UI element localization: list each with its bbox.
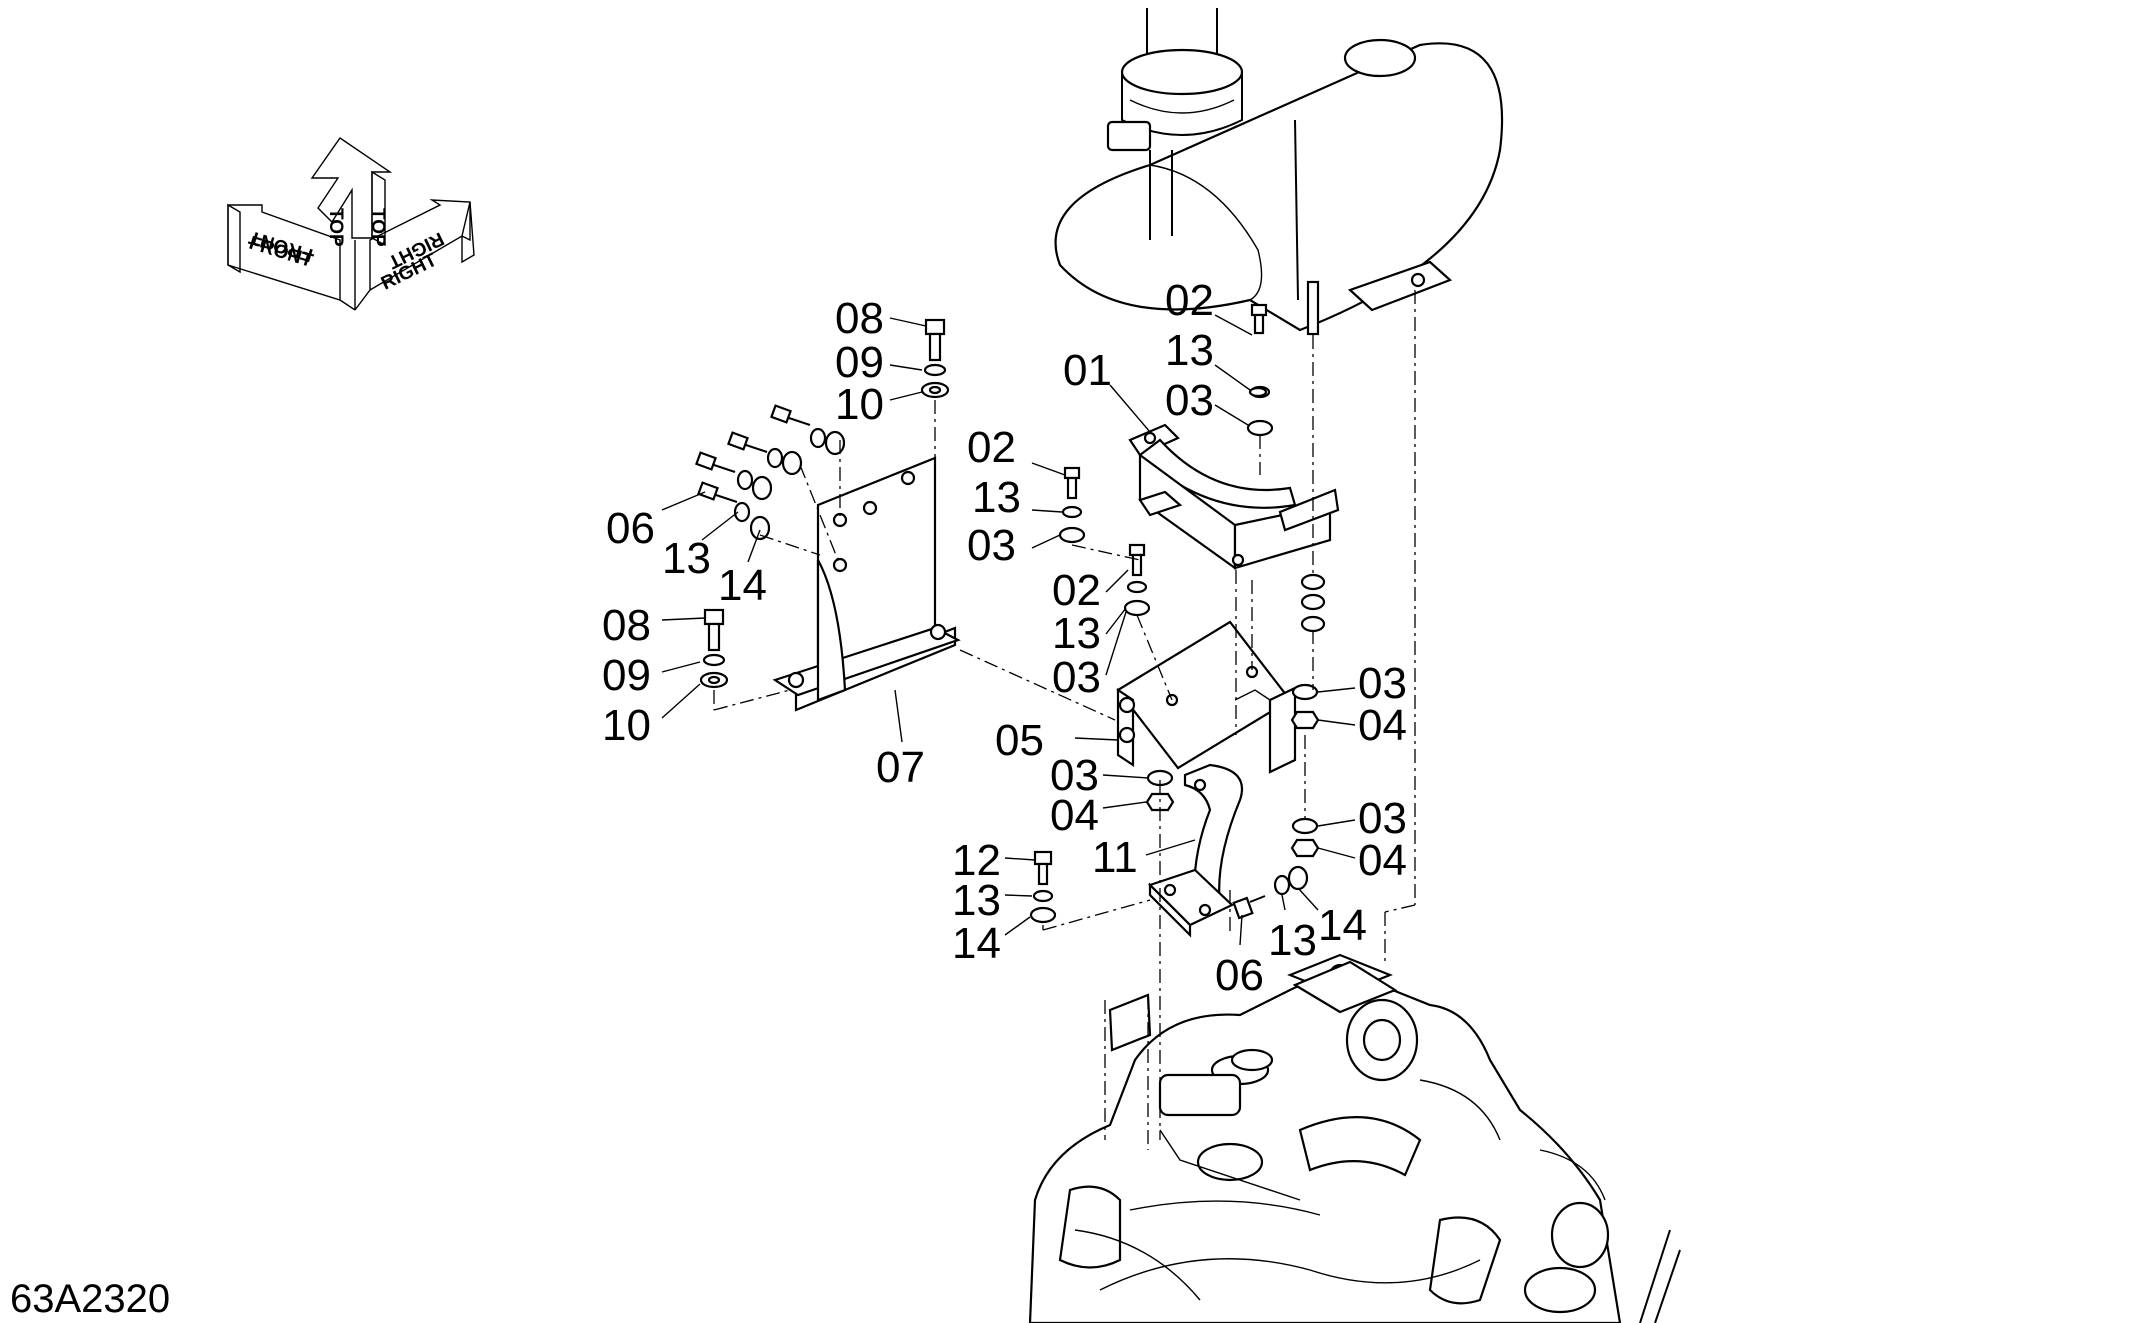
compass-top-label-mirror: TOP xyxy=(367,208,388,247)
callout-07: 07 xyxy=(876,743,925,792)
callout-06: 06 xyxy=(1215,951,1264,1000)
callout-04: 04 xyxy=(1358,701,1407,750)
callout-03: 03 xyxy=(1052,653,1101,702)
clamp-01-drawing xyxy=(1128,423,1340,571)
callout-14: 14 xyxy=(952,919,1001,968)
callout-13: 13 xyxy=(1165,326,1214,375)
engine-drawing xyxy=(1028,953,1681,1323)
callout-03: 03 xyxy=(1358,659,1407,708)
callout-11: 11 xyxy=(1092,833,1138,882)
muffler-drawing xyxy=(1054,8,1504,336)
callout-02: 02 xyxy=(1165,276,1214,325)
callout-02: 02 xyxy=(967,423,1016,472)
callout-labels: 08 09 10 06 13 14 08 09 10 07 01 02 13 0… xyxy=(602,276,1407,1000)
hardware-drawing xyxy=(695,303,1398,1014)
bracket-05-drawing xyxy=(1116,620,1297,774)
compass-top-label: TOP xyxy=(325,208,346,247)
callout-01: 01 xyxy=(1063,346,1112,395)
callout-05: 05 xyxy=(995,716,1044,765)
callout-13: 13 xyxy=(952,876,1001,925)
callout-03: 03 xyxy=(1358,794,1407,843)
callout-10: 10 xyxy=(835,380,884,429)
callout-03: 03 xyxy=(1050,751,1099,800)
callout-13: 13 xyxy=(1052,609,1101,658)
callout-09: 09 xyxy=(835,338,884,387)
callout-03: 03 xyxy=(967,521,1016,570)
callout-10: 10 xyxy=(602,701,651,750)
drawing-number: 63A2320 xyxy=(10,1277,170,1321)
callout-13: 13 xyxy=(662,534,711,583)
callout-04: 04 xyxy=(1050,791,1099,840)
bolt-set-07 xyxy=(695,404,846,541)
callout-13: 13 xyxy=(1268,916,1317,965)
bracket-07-drawing xyxy=(772,456,961,712)
callout-14: 14 xyxy=(1318,901,1367,950)
callout-14: 14 xyxy=(718,561,767,610)
callout-08: 08 xyxy=(602,601,651,650)
callout-13: 13 xyxy=(972,473,1021,522)
callout-04: 04 xyxy=(1358,836,1407,885)
callout-12: 12 xyxy=(952,836,1001,885)
callout-02: 02 xyxy=(1052,566,1101,615)
callout-08: 08 xyxy=(835,294,884,343)
orientation-compass-icon: FRONT FRONT TOP TOP RIGHT RIGHT xyxy=(227,137,475,311)
leader-lines xyxy=(661,314,1356,946)
assembly-lines xyxy=(713,290,1416,1150)
callout-03: 03 xyxy=(1165,376,1214,425)
callout-09: 09 xyxy=(602,651,651,700)
callout-06: 06 xyxy=(606,504,655,553)
